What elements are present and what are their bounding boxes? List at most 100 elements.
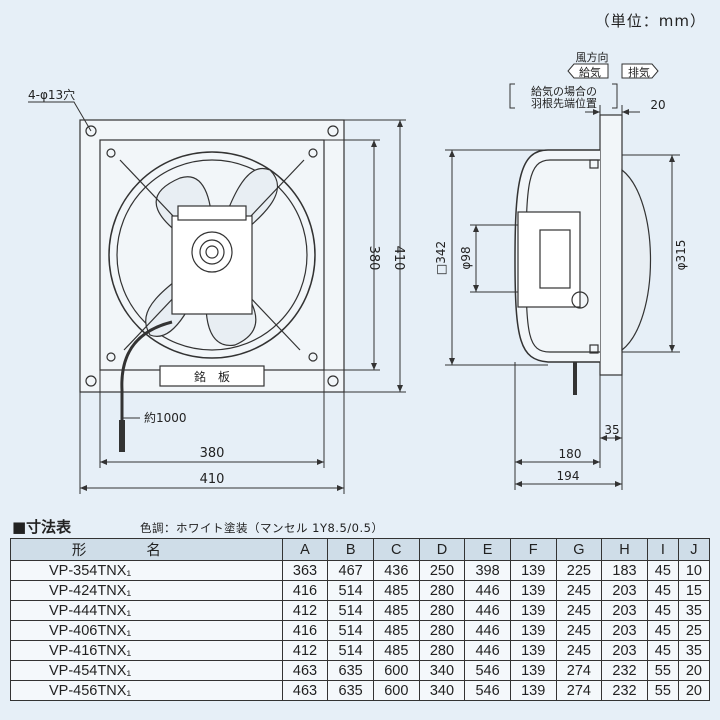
cell-b: 467 [327, 560, 374, 581]
cell-i: 45 [646, 640, 679, 661]
cell-j: 35 [677, 600, 711, 621]
cell-g: 274 [555, 660, 603, 681]
header-b: B [327, 538, 374, 561]
header-j: J [677, 538, 711, 561]
cell-a: 363 [281, 560, 329, 581]
cell-i: 45 [646, 560, 679, 581]
cell-f: 139 [509, 560, 557, 581]
mounting-hole-icon [85, 375, 97, 387]
header-c: C [372, 538, 420, 561]
cell-h: 203 [601, 580, 648, 601]
wind-direction-indicator [567, 63, 659, 79]
cell-d: 280 [418, 640, 466, 661]
color-note: 色調：ホワイト塗装（マンセル 1Y8.5/0.5） [140, 521, 384, 535]
model-cell: VP-416TNX₁ [10, 640, 283, 661]
cell-g: 245 [555, 600, 603, 621]
cell-b: 635 [327, 680, 374, 701]
cell-g: 225 [555, 560, 603, 581]
dimension-table-title: ■寸法表 [12, 518, 72, 536]
dim-front-height-inner: 380 [366, 246, 381, 271]
cell-h: 203 [601, 600, 648, 621]
cell-c: 436 [372, 560, 420, 581]
dim-front-width-inner: 380 [200, 446, 225, 461]
dim-side-194: 194 [557, 469, 580, 483]
header-i: I [646, 538, 679, 561]
cell-i: 55 [646, 660, 679, 681]
wind-direction-label: 風方向 [576, 50, 609, 64]
cell-g: 245 [555, 620, 603, 641]
exhaust-label: 排気 [628, 65, 650, 79]
cell-j: 35 [677, 640, 711, 661]
cell-c: 485 [372, 620, 420, 641]
header-e: E [464, 538, 511, 561]
cell-d: 280 [418, 600, 466, 621]
side-flange [599, 114, 623, 376]
cell-g: 245 [555, 640, 603, 661]
mounting-hole-icon [327, 375, 339, 387]
cell-h: 183 [601, 560, 648, 581]
cell-c: 485 [372, 580, 420, 601]
cell-f: 139 [509, 640, 557, 661]
dim-side-phi315: φ315 [674, 240, 688, 271]
cell-b: 514 [327, 620, 374, 641]
cell-f: 139 [509, 600, 557, 621]
cell-j: 15 [677, 580, 711, 601]
cell-c: 485 [372, 640, 420, 661]
cell-c: 485 [372, 600, 420, 621]
cell-i: 45 [646, 600, 679, 621]
cell-h: 232 [601, 680, 648, 701]
supply-label: 給気 [579, 65, 601, 79]
cell-f: 139 [509, 680, 557, 701]
header-g: G [555, 538, 603, 561]
cell-e: 446 [464, 580, 511, 601]
cell-c: 600 [372, 660, 420, 681]
technical-drawing: 4-φ13穴 風方向 給気 排気 給気の場合の 羽根先端位置 銘 板 約1000… [28, 50, 688, 494]
cell-d: 280 [418, 620, 466, 641]
cell-h: 203 [601, 640, 648, 661]
cable [120, 320, 173, 450]
motor-hub [191, 231, 233, 273]
cell-i: 45 [646, 620, 679, 641]
cell-h: 232 [601, 660, 648, 681]
blade-note-line1: 給気の場合の [531, 84, 597, 98]
dim-front-height-outer: 410 [391, 246, 406, 271]
mounting-hole-icon [327, 125, 339, 137]
cell-c: 600 [372, 680, 420, 701]
header-model: 形名 [10, 538, 283, 561]
cell-e: 546 [464, 680, 511, 701]
side-view [514, 114, 651, 395]
fan-ring [108, 151, 316, 359]
dim-side-top: 20 [650, 98, 665, 112]
cell-e: 398 [464, 560, 511, 581]
cell-b: 514 [327, 640, 374, 661]
front-dimensions [28, 101, 406, 494]
dim-side-square: □342 [434, 241, 448, 275]
model-cell: VP-454TNX₁ [10, 660, 283, 681]
cell-b: 514 [327, 580, 374, 601]
header-h: H [601, 538, 648, 561]
cell-e: 446 [464, 600, 511, 621]
cell-f: 139 [509, 620, 557, 641]
cell-j: 25 [677, 620, 711, 641]
cell-d: 340 [418, 660, 466, 681]
cell-a: 416 [281, 580, 329, 601]
mounting-hole-icon [85, 125, 97, 137]
nameplate-label: 銘 板 [194, 369, 230, 384]
model-cell: VP-406TNX₁ [10, 620, 283, 641]
cell-g: 274 [555, 680, 603, 701]
hole-label: 4-φ13穴 [28, 87, 75, 102]
cell-j: 20 [677, 680, 711, 701]
cell-i: 55 [646, 680, 679, 701]
exhaust-arrow-icon [621, 63, 659, 79]
cable-label: 約1000 [144, 410, 187, 425]
cell-d: 280 [418, 580, 466, 601]
model-cell: VP-424TNX₁ [10, 580, 283, 601]
cell-h: 203 [601, 620, 648, 641]
